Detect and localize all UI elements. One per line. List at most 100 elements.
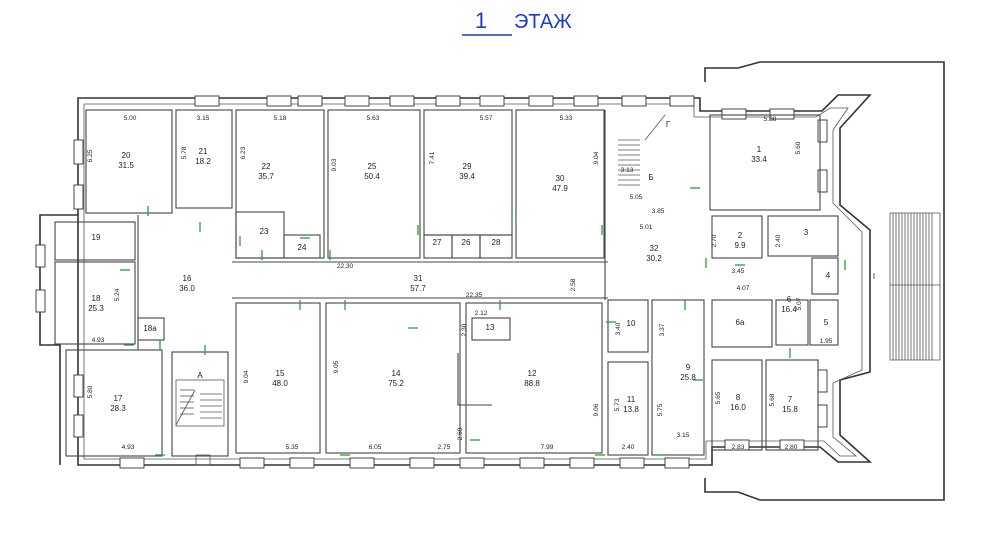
dimension: 6.23 bbox=[240, 146, 247, 159]
dimension: 4.93 bbox=[122, 444, 135, 451]
outer-wall bbox=[77, 94, 873, 466]
dimension: 2.40 bbox=[775, 234, 782, 247]
room-number: 13 bbox=[486, 323, 495, 332]
room-area: 30.2 bbox=[646, 254, 662, 263]
dimension: 5.00 bbox=[124, 115, 137, 122]
room-number: 17 bbox=[114, 394, 123, 403]
room-number: 14 bbox=[392, 369, 401, 378]
room-number: Б bbox=[648, 173, 653, 182]
room-area: 15.8 bbox=[782, 405, 798, 414]
room-number: А bbox=[197, 371, 203, 380]
room-area: 28.3 bbox=[110, 404, 126, 413]
dimension: 3.45 bbox=[732, 268, 745, 275]
dimension: 22.30 bbox=[337, 263, 354, 270]
room-area: 25.8 bbox=[680, 373, 696, 382]
room-number: 12 bbox=[528, 369, 537, 378]
dimension: 5.63 bbox=[367, 115, 380, 122]
dimension: 5.65 bbox=[715, 391, 722, 404]
dimension: 3.15 bbox=[677, 432, 690, 439]
room-number: 1 bbox=[757, 145, 762, 154]
dimension: 5.68 bbox=[769, 393, 776, 406]
dimension: 5.75 bbox=[657, 403, 664, 416]
room-number: 22 bbox=[262, 162, 271, 171]
room-number: 2 bbox=[738, 231, 743, 240]
room-area: 16.0 bbox=[730, 403, 746, 412]
dimension: 4.93 bbox=[92, 337, 105, 344]
room-number: 29 bbox=[463, 162, 472, 171]
dimension: 1.95 bbox=[820, 338, 833, 345]
dimension: 2.12 bbox=[475, 310, 488, 317]
room-area: 48.0 bbox=[272, 379, 288, 388]
windows-bottom bbox=[119, 439, 805, 469]
room-number: 6 bbox=[787, 295, 792, 304]
dimension: 2.40 bbox=[622, 444, 635, 451]
east-stairs-outline bbox=[889, 212, 941, 361]
room-number: 5 bbox=[824, 318, 829, 327]
room-area: 50.4 bbox=[364, 172, 380, 181]
room-number: 11 bbox=[627, 395, 636, 404]
dimension: 5.57 bbox=[480, 115, 493, 122]
room-area: 16.4 bbox=[781, 305, 797, 314]
room-number: 27 bbox=[433, 238, 442, 247]
room-area: 47.9 bbox=[552, 184, 568, 193]
dimension: 4.07 bbox=[737, 285, 750, 292]
room-area: 31.5 bbox=[118, 161, 134, 170]
dimension: 5.33 bbox=[560, 115, 573, 122]
dimension: 9.06 bbox=[593, 403, 600, 416]
dimension: 5.73 bbox=[614, 398, 621, 411]
dimension: 22.35 bbox=[466, 292, 483, 299]
dimension: 9.04 bbox=[243, 370, 250, 383]
dimension: 2.58 bbox=[570, 278, 577, 291]
room-area: 25.3 bbox=[88, 304, 104, 313]
dimension: 2.69 bbox=[457, 427, 464, 440]
west-annex-wall bbox=[39, 214, 78, 465]
dimension: 9.05 bbox=[333, 360, 340, 373]
room-number: 16 bbox=[183, 274, 192, 283]
room-number: 8 bbox=[736, 393, 741, 402]
room-number: 18а bbox=[143, 324, 157, 333]
stair-b bbox=[618, 114, 666, 186]
room-area: 33.4 bbox=[751, 155, 767, 164]
mark-i: I bbox=[873, 272, 875, 281]
room-area: 88.8 bbox=[524, 379, 540, 388]
dimension: 2.30 bbox=[461, 323, 468, 336]
room-number: 18 bbox=[92, 294, 101, 303]
door-marks bbox=[120, 187, 846, 456]
dimension: 3.13 bbox=[621, 167, 634, 174]
room-number: 7 bbox=[788, 395, 793, 404]
dimension: 3.85 bbox=[652, 208, 665, 215]
east-stairs-steps bbox=[890, 213, 940, 360]
room-number: 20 bbox=[122, 151, 131, 160]
room-area: 13.8 bbox=[623, 405, 639, 414]
room-number: 15 bbox=[276, 369, 285, 378]
room-number: 21 bbox=[199, 147, 208, 156]
dimension: 5.80 bbox=[87, 385, 94, 398]
stair-a bbox=[175, 379, 225, 466]
room-number: 30 bbox=[556, 174, 565, 183]
interior-walls bbox=[54, 109, 839, 457]
dimension: 5.01 bbox=[640, 224, 653, 231]
room-number: 3 bbox=[804, 228, 809, 237]
room-number: 19 bbox=[92, 233, 101, 242]
room-area: 36.0 bbox=[179, 284, 195, 293]
room-number: 26 bbox=[462, 238, 471, 247]
east-entrance-frame bbox=[704, 61, 945, 501]
floor-title: ЭТАЖ bbox=[514, 11, 572, 33]
dimension: 7.41 bbox=[429, 151, 436, 164]
dimension: 5.18 bbox=[274, 115, 287, 122]
dimension-labels: 5.00 3.15 5.18 5.63 5.57 5.33 5.88 6.25 … bbox=[87, 115, 833, 451]
room-number: 31 bbox=[414, 274, 423, 283]
room-area: 39.4 bbox=[459, 172, 475, 181]
dimension: 2.83 bbox=[732, 444, 745, 451]
room-number: 9 bbox=[686, 363, 691, 372]
dimension: 6.25 bbox=[87, 149, 94, 162]
room-number: 24 bbox=[298, 243, 307, 252]
dimension: 6.05 bbox=[369, 444, 382, 451]
dimension: 5.07 bbox=[796, 297, 803, 310]
dimension: 5.78 bbox=[181, 146, 188, 159]
dimension: 5.35 bbox=[286, 444, 299, 451]
floor-number: 1 bbox=[475, 8, 487, 33]
dimension: 9.04 bbox=[593, 151, 600, 164]
dimension: 3.40 bbox=[615, 322, 622, 335]
